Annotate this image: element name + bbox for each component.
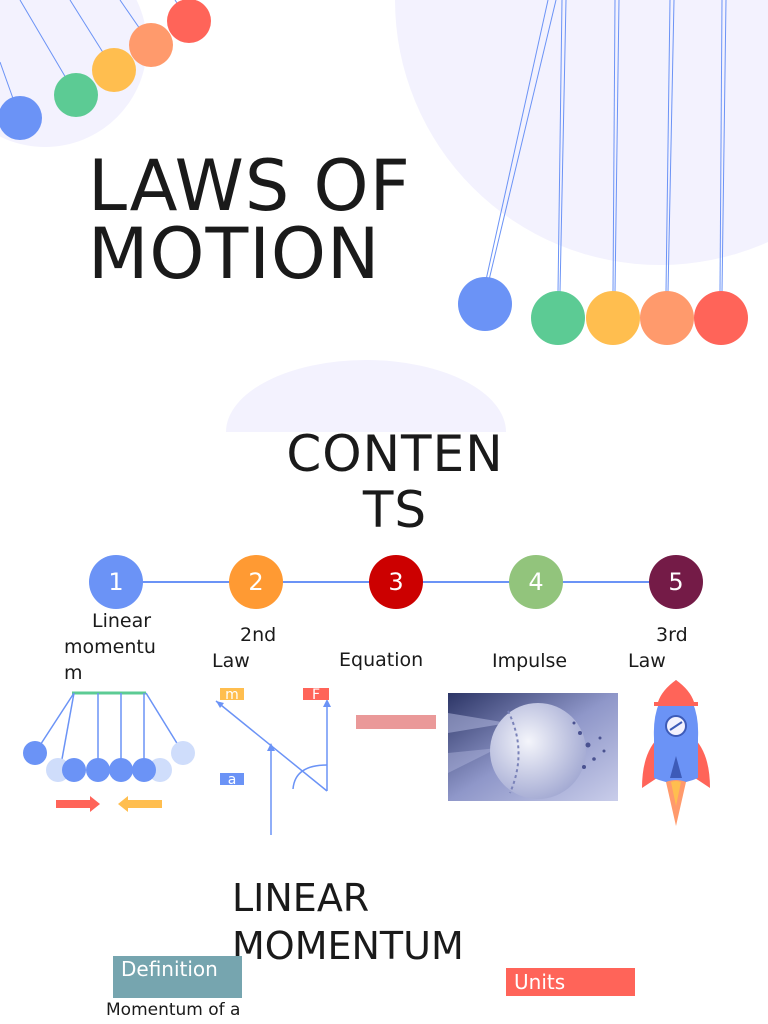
- contents-decoration: [116, 360, 676, 583]
- string: [488, 0, 557, 281]
- newtons-cradle-illustration: [23, 691, 195, 812]
- topic-label-equation[interactable]: Equation: [339, 649, 424, 671]
- bg-circle-top-right: [395, 0, 768, 265]
- units-tag: Units: [506, 968, 635, 996]
- string: [667, 0, 675, 293]
- topic-label-3rd-law[interactable]: 3rd Law: [628, 624, 688, 672]
- newtons-cradle-decoration: [0, 0, 768, 345]
- ball-blue: [0, 96, 42, 140]
- topic-label-2nd-law[interactable]: 2nd Law: [212, 624, 277, 672]
- definition-caption: Momentum of a: [106, 1000, 241, 1020]
- acceleration-label: a: [220, 773, 244, 787]
- topic-label-linear-momentum[interactable]: Linear momentu m: [64, 610, 156, 684]
- ball-red: [694, 291, 748, 345]
- contents-title-line: TS: [362, 481, 428, 539]
- baseball-impulse-image: [448, 693, 618, 801]
- string: [719, 0, 723, 293]
- ball-yellow: [586, 291, 640, 345]
- force-vector-diagram: [215, 699, 331, 835]
- string: [721, 0, 727, 293]
- rocket-illustration: [642, 680, 710, 826]
- slide-laws-of-motion: LAWS OF MOTION: [0, 0, 768, 360]
- ball-yellow: [92, 48, 136, 92]
- contents-title-line: CONTEN: [286, 425, 504, 483]
- string: [559, 0, 567, 293]
- slide-linear-momentum: LINEAR MOMENTUM Definition Units Momentu…: [0, 860, 768, 1024]
- ball-orange: [640, 291, 694, 345]
- contents-title: CONTEN TS: [270, 426, 520, 538]
- equation-bar: [356, 715, 436, 729]
- ball-orange: [129, 23, 173, 67]
- string: [485, 0, 549, 281]
- string: [557, 0, 563, 293]
- mass-label: m: [220, 688, 244, 702]
- string: [614, 0, 620, 293]
- string: [665, 0, 671, 293]
- ball-blue: [458, 277, 512, 331]
- topic-number-2[interactable]: 2: [229, 555, 283, 609]
- topic-label-impulse[interactable]: Impulse: [492, 650, 568, 672]
- force-label: F: [303, 688, 329, 702]
- topic-number-3[interactable]: 3: [369, 555, 423, 609]
- topic-number-1[interactable]: 1: [89, 555, 143, 609]
- ball-green: [531, 291, 585, 345]
- ball-green: [54, 73, 98, 117]
- topic-number-5[interactable]: 5: [649, 555, 703, 609]
- string: [612, 0, 616, 293]
- definition-tag: Definition: [113, 956, 242, 998]
- slide-title: LAWS OF MOTION: [88, 145, 411, 295]
- linear-momentum-title: LINEAR MOMENTUM: [232, 876, 464, 968]
- slide-contents: CONTEN TS 1 2 3 4 5 Linear momentu m 2nd…: [0, 360, 768, 860]
- ball-red: [167, 0, 211, 43]
- topic-number-4[interactable]: 4: [509, 555, 563, 609]
